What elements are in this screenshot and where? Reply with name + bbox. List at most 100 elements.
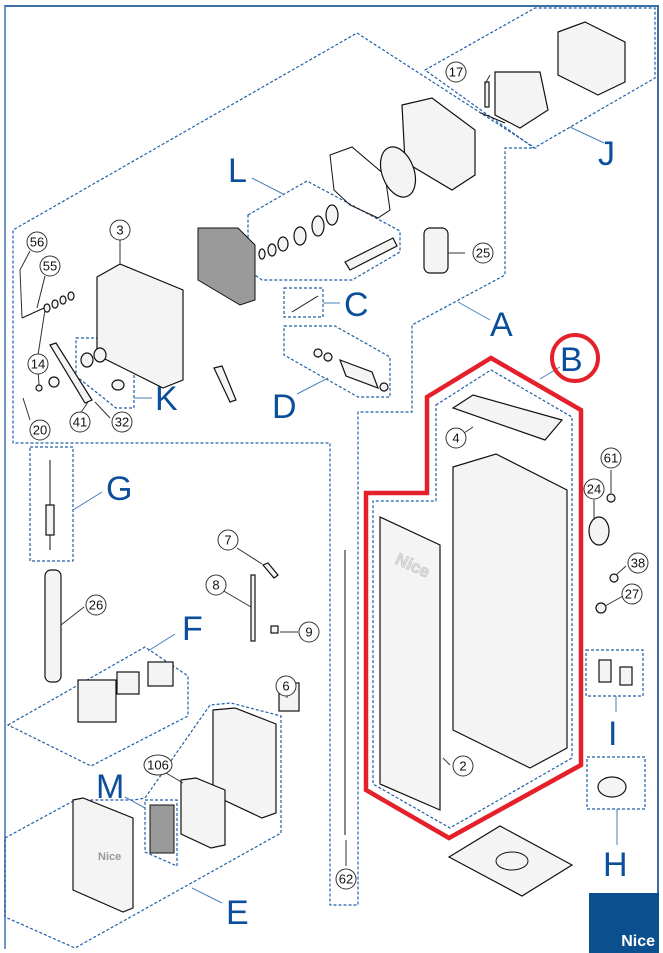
group-i-label: I bbox=[608, 715, 617, 753]
part-i-holder bbox=[598, 659, 612, 683]
part-14-washer bbox=[35, 384, 43, 392]
part-8-bar bbox=[250, 574, 256, 642]
callout-38: 38 bbox=[627, 552, 649, 574]
svg-text:14: 14 bbox=[31, 357, 45, 372]
group-a-label: A bbox=[490, 306, 513, 344]
svg-text:38: 38 bbox=[631, 556, 645, 571]
svg-text:62: 62 bbox=[339, 872, 353, 887]
group-b-label: B bbox=[560, 341, 583, 379]
callout-7: 7 bbox=[217, 529, 239, 551]
part-27-ring bbox=[595, 602, 607, 614]
group-g-label: G bbox=[106, 470, 132, 508]
svg-text:3: 3 bbox=[116, 223, 123, 238]
part-55-washers bbox=[43, 291, 75, 313]
svg-text:24: 24 bbox=[587, 482, 601, 497]
base-plate-hole bbox=[495, 851, 529, 871]
svg-text:20: 20 bbox=[33, 423, 47, 438]
callout-9: 9 bbox=[298, 621, 320, 643]
part-f-box bbox=[116, 671, 140, 695]
svg-text:106: 106 bbox=[147, 758, 169, 773]
group-k-outline bbox=[75, 337, 135, 409]
svg-text:56: 56 bbox=[30, 235, 44, 250]
part-m-module bbox=[149, 804, 175, 854]
group-d-leader bbox=[296, 377, 329, 395]
part-base-plate bbox=[447, 825, 574, 897]
part-i-plate bbox=[619, 666, 633, 686]
part-grid-cover bbox=[197, 227, 256, 306]
group-m-label: M bbox=[96, 768, 124, 806]
part-17-pin bbox=[484, 81, 490, 108]
callout-leaders bbox=[19, 74, 627, 866]
part-2-door-panel bbox=[379, 516, 441, 811]
part-24-cap bbox=[588, 516, 610, 546]
svg-text:6: 6 bbox=[282, 679, 289, 694]
part-61-washer bbox=[606, 493, 616, 503]
svg-text:61: 61 bbox=[604, 451, 618, 466]
part-d-ring-1 bbox=[313, 348, 323, 358]
part-spring-pin bbox=[213, 365, 237, 403]
group-f-leader bbox=[147, 633, 176, 652]
group-b-highlight-circle bbox=[550, 333, 600, 383]
part-g-turnbuckle bbox=[45, 504, 55, 536]
part-l-washers bbox=[258, 204, 339, 260]
svg-text:32: 32 bbox=[115, 415, 129, 430]
callout-61: 61 bbox=[600, 447, 622, 469]
svg-text:55: 55 bbox=[43, 259, 57, 274]
callout-25: 25 bbox=[472, 242, 494, 264]
svg-text:26: 26 bbox=[89, 598, 103, 613]
callout-32: 32 bbox=[111, 411, 133, 433]
part-h-lamp bbox=[597, 776, 627, 798]
group-c-label: C bbox=[344, 286, 369, 324]
part-d-shaft bbox=[338, 358, 380, 390]
group-c-outline bbox=[283, 287, 324, 318]
callout-3: 3 bbox=[109, 219, 131, 241]
part-f-transformer bbox=[77, 679, 117, 723]
part-pin bbox=[480, 112, 506, 124]
part-d-cap bbox=[379, 382, 389, 392]
part-c-pin bbox=[291, 295, 319, 313]
group-d-outline bbox=[283, 325, 391, 398]
callout-26: 26 bbox=[85, 594, 107, 616]
part-gearbox-block bbox=[494, 71, 549, 129]
svg-text:8: 8 bbox=[212, 578, 219, 593]
part-l-shaft bbox=[344, 237, 398, 271]
group-a-outline bbox=[12, 32, 538, 906]
callout-2: 2 bbox=[452, 755, 474, 777]
group-i-outline bbox=[585, 649, 644, 697]
group-g-leader bbox=[72, 491, 103, 511]
part-3-mounting-plate bbox=[96, 263, 184, 389]
group-e-label: E bbox=[226, 894, 249, 932]
part-26-spring bbox=[44, 569, 62, 683]
group-b-outline bbox=[372, 369, 573, 829]
group-a-leader bbox=[457, 301, 491, 321]
callout-8: 8 bbox=[205, 574, 227, 596]
callout-41: 41 bbox=[69, 411, 91, 433]
group-m-leader bbox=[124, 796, 146, 809]
brand-logo-text: Nice bbox=[621, 933, 655, 950]
group-j-outline bbox=[423, 7, 656, 149]
part-e-lid bbox=[72, 797, 134, 913]
group-f-outline bbox=[6, 646, 189, 767]
group-b-highlight-outline bbox=[363, 355, 584, 841]
brand-logo: Nice bbox=[589, 893, 659, 953]
callout-4: 4 bbox=[445, 427, 467, 449]
part-f-bracket bbox=[147, 661, 174, 687]
group-j-leader bbox=[569, 126, 605, 144]
svg-text:4: 4 bbox=[452, 431, 459, 446]
group-m-outline bbox=[144, 799, 178, 867]
callout-55: 55 bbox=[39, 255, 61, 277]
part-k-bushing-2 bbox=[93, 347, 107, 363]
callout-14: 14 bbox=[27, 353, 49, 375]
callout-56: 56 bbox=[26, 231, 48, 253]
svg-text:27: 27 bbox=[625, 587, 639, 602]
lid-brand-text: Nice bbox=[98, 851, 121, 863]
part-gearbox-cover bbox=[557, 21, 626, 96]
part-41-disk bbox=[48, 376, 60, 388]
part-k-bushing-3 bbox=[111, 379, 125, 391]
group-l-leader bbox=[251, 177, 284, 195]
group-f-label: F bbox=[182, 610, 203, 648]
callout-24: 24 bbox=[583, 478, 605, 500]
svg-text:7: 7 bbox=[224, 533, 231, 548]
part-38-plug bbox=[609, 573, 619, 583]
